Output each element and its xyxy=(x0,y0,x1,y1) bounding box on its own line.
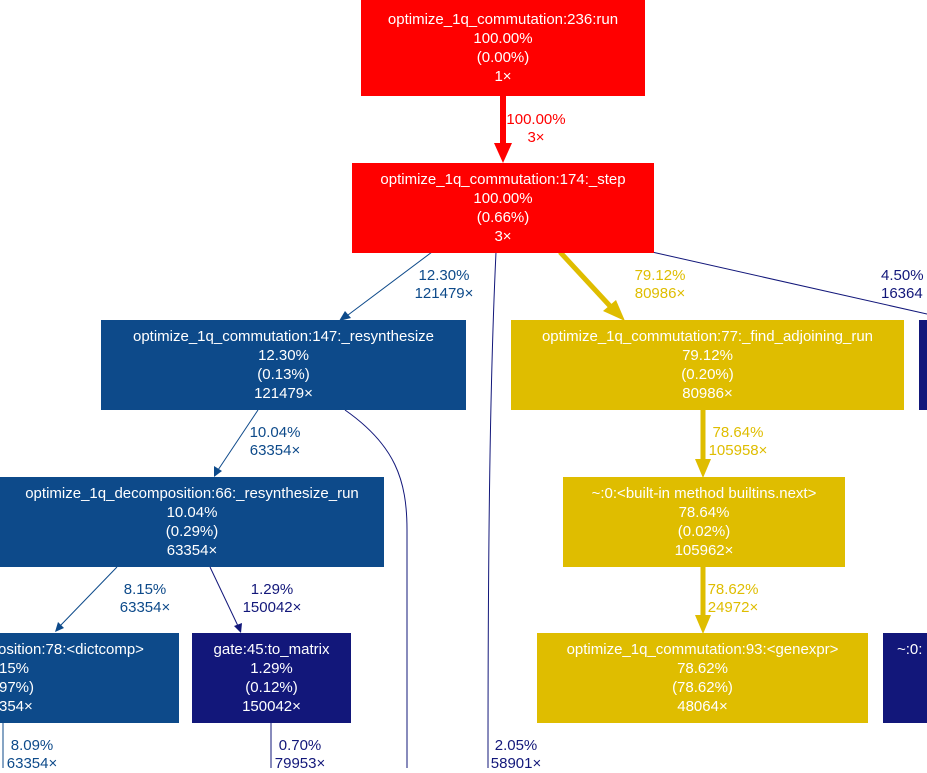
node-adjoin77-self: (0.20%) xyxy=(681,366,734,383)
edge-label-step-right: 4.50% 16364 xyxy=(881,267,924,303)
node-adjoin77-calls: 80986× xyxy=(682,385,733,402)
edge-label-next-genexpr-calls: 24972× xyxy=(707,599,759,616)
edge-label-decomp-dict-pct: 8.15% xyxy=(123,581,167,598)
node-next-total: 78.64% xyxy=(678,504,730,521)
node-resynth147-calls: 121479× xyxy=(254,385,313,402)
edge-label-resynth-decomp-pct: 10.04% xyxy=(249,424,301,441)
node-dictcomp78-calls: 354× xyxy=(0,698,33,715)
edge-label-decomp-dict-calls: 63354× xyxy=(119,599,171,616)
edge-step-down xyxy=(487,251,497,768)
edge-label-decomp-tomatrix-pct: 1.29% xyxy=(250,581,294,598)
node-adjoin77-name: optimize_1q_commutation:77:_find_adjoini… xyxy=(541,328,874,345)
node-run236[interactable]: optimize_1q_commutation:236:run 100.00% … xyxy=(361,0,645,96)
node-decomp66[interactable]: optimize_1q_decomposition:66:_resynthesi… xyxy=(0,477,384,567)
edge-step-resynth xyxy=(347,251,433,316)
node-resynth147-name: optimize_1q_commutation:147:_resynthesiz… xyxy=(132,328,434,345)
edge-label-step-resynth-calls: 121479× xyxy=(414,285,474,302)
node-resynth147-self: (0.13%) xyxy=(257,366,310,383)
node-decomp66-self: (0.29%) xyxy=(165,523,219,540)
edge-label-step-adjoin-pct: 79.12% xyxy=(634,267,686,284)
node-tomatrix45-total: 1.29% xyxy=(250,660,293,677)
edge-decomp-tomatrix-arrow xyxy=(234,623,242,633)
edge-label-next-genexpr: 78.62% 24972× xyxy=(708,581,759,617)
node-decomp66-name: optimize_1q_decomposition:66:_resynthesi… xyxy=(25,485,359,502)
edge-label-adjoin-next-pct: 78.64% xyxy=(712,424,764,441)
edge-label-step-resynth: 12.30% 121479× xyxy=(415,267,474,303)
node-run236-self: (0.00%) xyxy=(476,49,530,66)
node-tomatrix45[interactable]: gate:45:to_matrix 1.29% (0.12%) 150042× xyxy=(192,633,351,723)
node-dictcomp78-total: 15% xyxy=(0,660,30,677)
edge-label-step-right-pct: 4.50% xyxy=(881,267,924,284)
edge-label-run-step-calls: 3× xyxy=(527,129,545,146)
edge-step-right xyxy=(651,251,927,315)
node-run236-name: optimize_1q_commutation:236:run xyxy=(387,11,619,28)
edge-label-step-down-pct: 2.05% xyxy=(494,737,538,754)
edge-resynth-decomp-arrow xyxy=(214,466,222,477)
edge-resynth-down xyxy=(344,409,408,768)
node-next-name: ~:0:<built-in method builtins.next> xyxy=(591,485,817,502)
node-step174[interactable]: optimize_1q_commutation:174:_step 100.00… xyxy=(352,163,654,253)
edge-label-tomatrix-down-pct: 0.70% xyxy=(278,737,322,754)
node-dictcomp78[interactable]: osition:78:<dictcomp> 15% 97%) 354× xyxy=(0,633,179,723)
node-tomatrix45-self: (0.12%) xyxy=(245,679,298,696)
node-tomatrix45-name: gate:45:to_matrix xyxy=(213,641,330,658)
node-dictcomp78-name: osition:78:<dictcomp> xyxy=(0,641,144,658)
node-genexpr93-calls: 48064× xyxy=(677,698,728,715)
node-decomp66-total: 10.04% xyxy=(166,504,218,521)
node-next-calls: 105962× xyxy=(674,542,734,559)
edge-step-resynth-arrow xyxy=(339,311,351,321)
edge-decomp-dict-arrow xyxy=(55,622,64,632)
edge-label-run-step: 100.00% 3× xyxy=(506,111,565,147)
node-far-right[interactable] xyxy=(919,320,927,410)
edge-label-step-adjoin: 79.12% 80986× xyxy=(635,267,686,303)
node-adjoin77[interactable]: optimize_1q_commutation:77:_find_adjoini… xyxy=(511,320,904,410)
edge-label-resynth-decomp: 10.04% 63354× xyxy=(250,424,301,460)
node-step174-total: 100.00% xyxy=(473,190,533,207)
node-next[interactable]: ~:0:<built-in method builtins.next> 78.6… xyxy=(563,477,845,567)
node-resynth147-total: 12.30% xyxy=(258,347,309,364)
node-resynth147[interactable]: optimize_1q_commutation:147:_resynthesiz… xyxy=(101,320,466,410)
edge-decomp-tomatrix xyxy=(209,566,239,627)
edge-next-genexpr-arrow xyxy=(695,615,711,634)
node-run236-total: 100.00% xyxy=(473,30,533,47)
edge-step-adjoin-arrow xyxy=(603,300,625,321)
node-genexpr93-total: 78.62% xyxy=(677,660,728,677)
edge-run-step-arrow xyxy=(494,143,512,163)
edge-label-adjoin-next: 78.64% 105958× xyxy=(709,424,768,460)
edge-label-decomp-tomatrix-calls: 150042× xyxy=(242,599,302,616)
node-next-self: (0.02%) xyxy=(677,523,731,540)
node-step174-calls: 3× xyxy=(494,228,512,245)
edge-label-resynth-decomp-calls: 63354× xyxy=(249,442,301,459)
edge-label-step-resynth-pct: 12.30% xyxy=(418,267,470,284)
node-step174-self: (0.66%) xyxy=(476,209,530,226)
node-genexpr93-name: optimize_1q_commutation:93:<genexpr> xyxy=(566,641,839,658)
edge-label-run-step-pct: 100.00% xyxy=(506,111,566,128)
edge-step-adjoin xyxy=(558,250,612,308)
edge-label-step-down-calls: 58901× xyxy=(490,755,542,772)
node-run236-calls: 1× xyxy=(494,68,512,85)
edge-label-dict-down-calls: 63354× xyxy=(6,755,58,772)
edge-adjoin-next-arrow xyxy=(695,459,711,478)
edge-label-decomp-dict: 8.15% 63354× xyxy=(120,581,170,617)
edge-label-dict-down-pct: 8.09% xyxy=(10,737,54,754)
node-adjoin77-total: 79.12% xyxy=(682,347,733,364)
node-dictcomp78-self: 97%) xyxy=(0,679,35,696)
edge-label-step-right-calls: 16364 xyxy=(881,285,923,302)
edge-decomp-dict xyxy=(59,566,118,627)
edge-label-next-genexpr-pct: 78.62% xyxy=(707,581,759,598)
node-genexpr93[interactable]: optimize_1q_commutation:93:<genexpr> 78.… xyxy=(537,633,868,723)
edge-label-adjoin-next-calls: 105958× xyxy=(708,442,768,459)
edge-label-tomatrix-down-calls: 79953× xyxy=(274,755,326,772)
node-right-partial[interactable]: ~:0: xyxy=(883,633,927,723)
node-tomatrix45-calls: 150042× xyxy=(242,698,301,715)
node-right-partial-name: ~:0: xyxy=(897,641,923,658)
node-step174-name: optimize_1q_commutation:174:_step xyxy=(380,171,626,188)
node-decomp66-calls: 63354× xyxy=(166,542,218,559)
edge-label-decomp-tomatrix: 1.29% 150042× xyxy=(243,581,302,617)
edge-resynth-decomp xyxy=(217,409,259,471)
node-genexpr93-self: (78.62%) xyxy=(672,679,733,696)
edge-label-step-adjoin-calls: 80986× xyxy=(634,285,686,302)
